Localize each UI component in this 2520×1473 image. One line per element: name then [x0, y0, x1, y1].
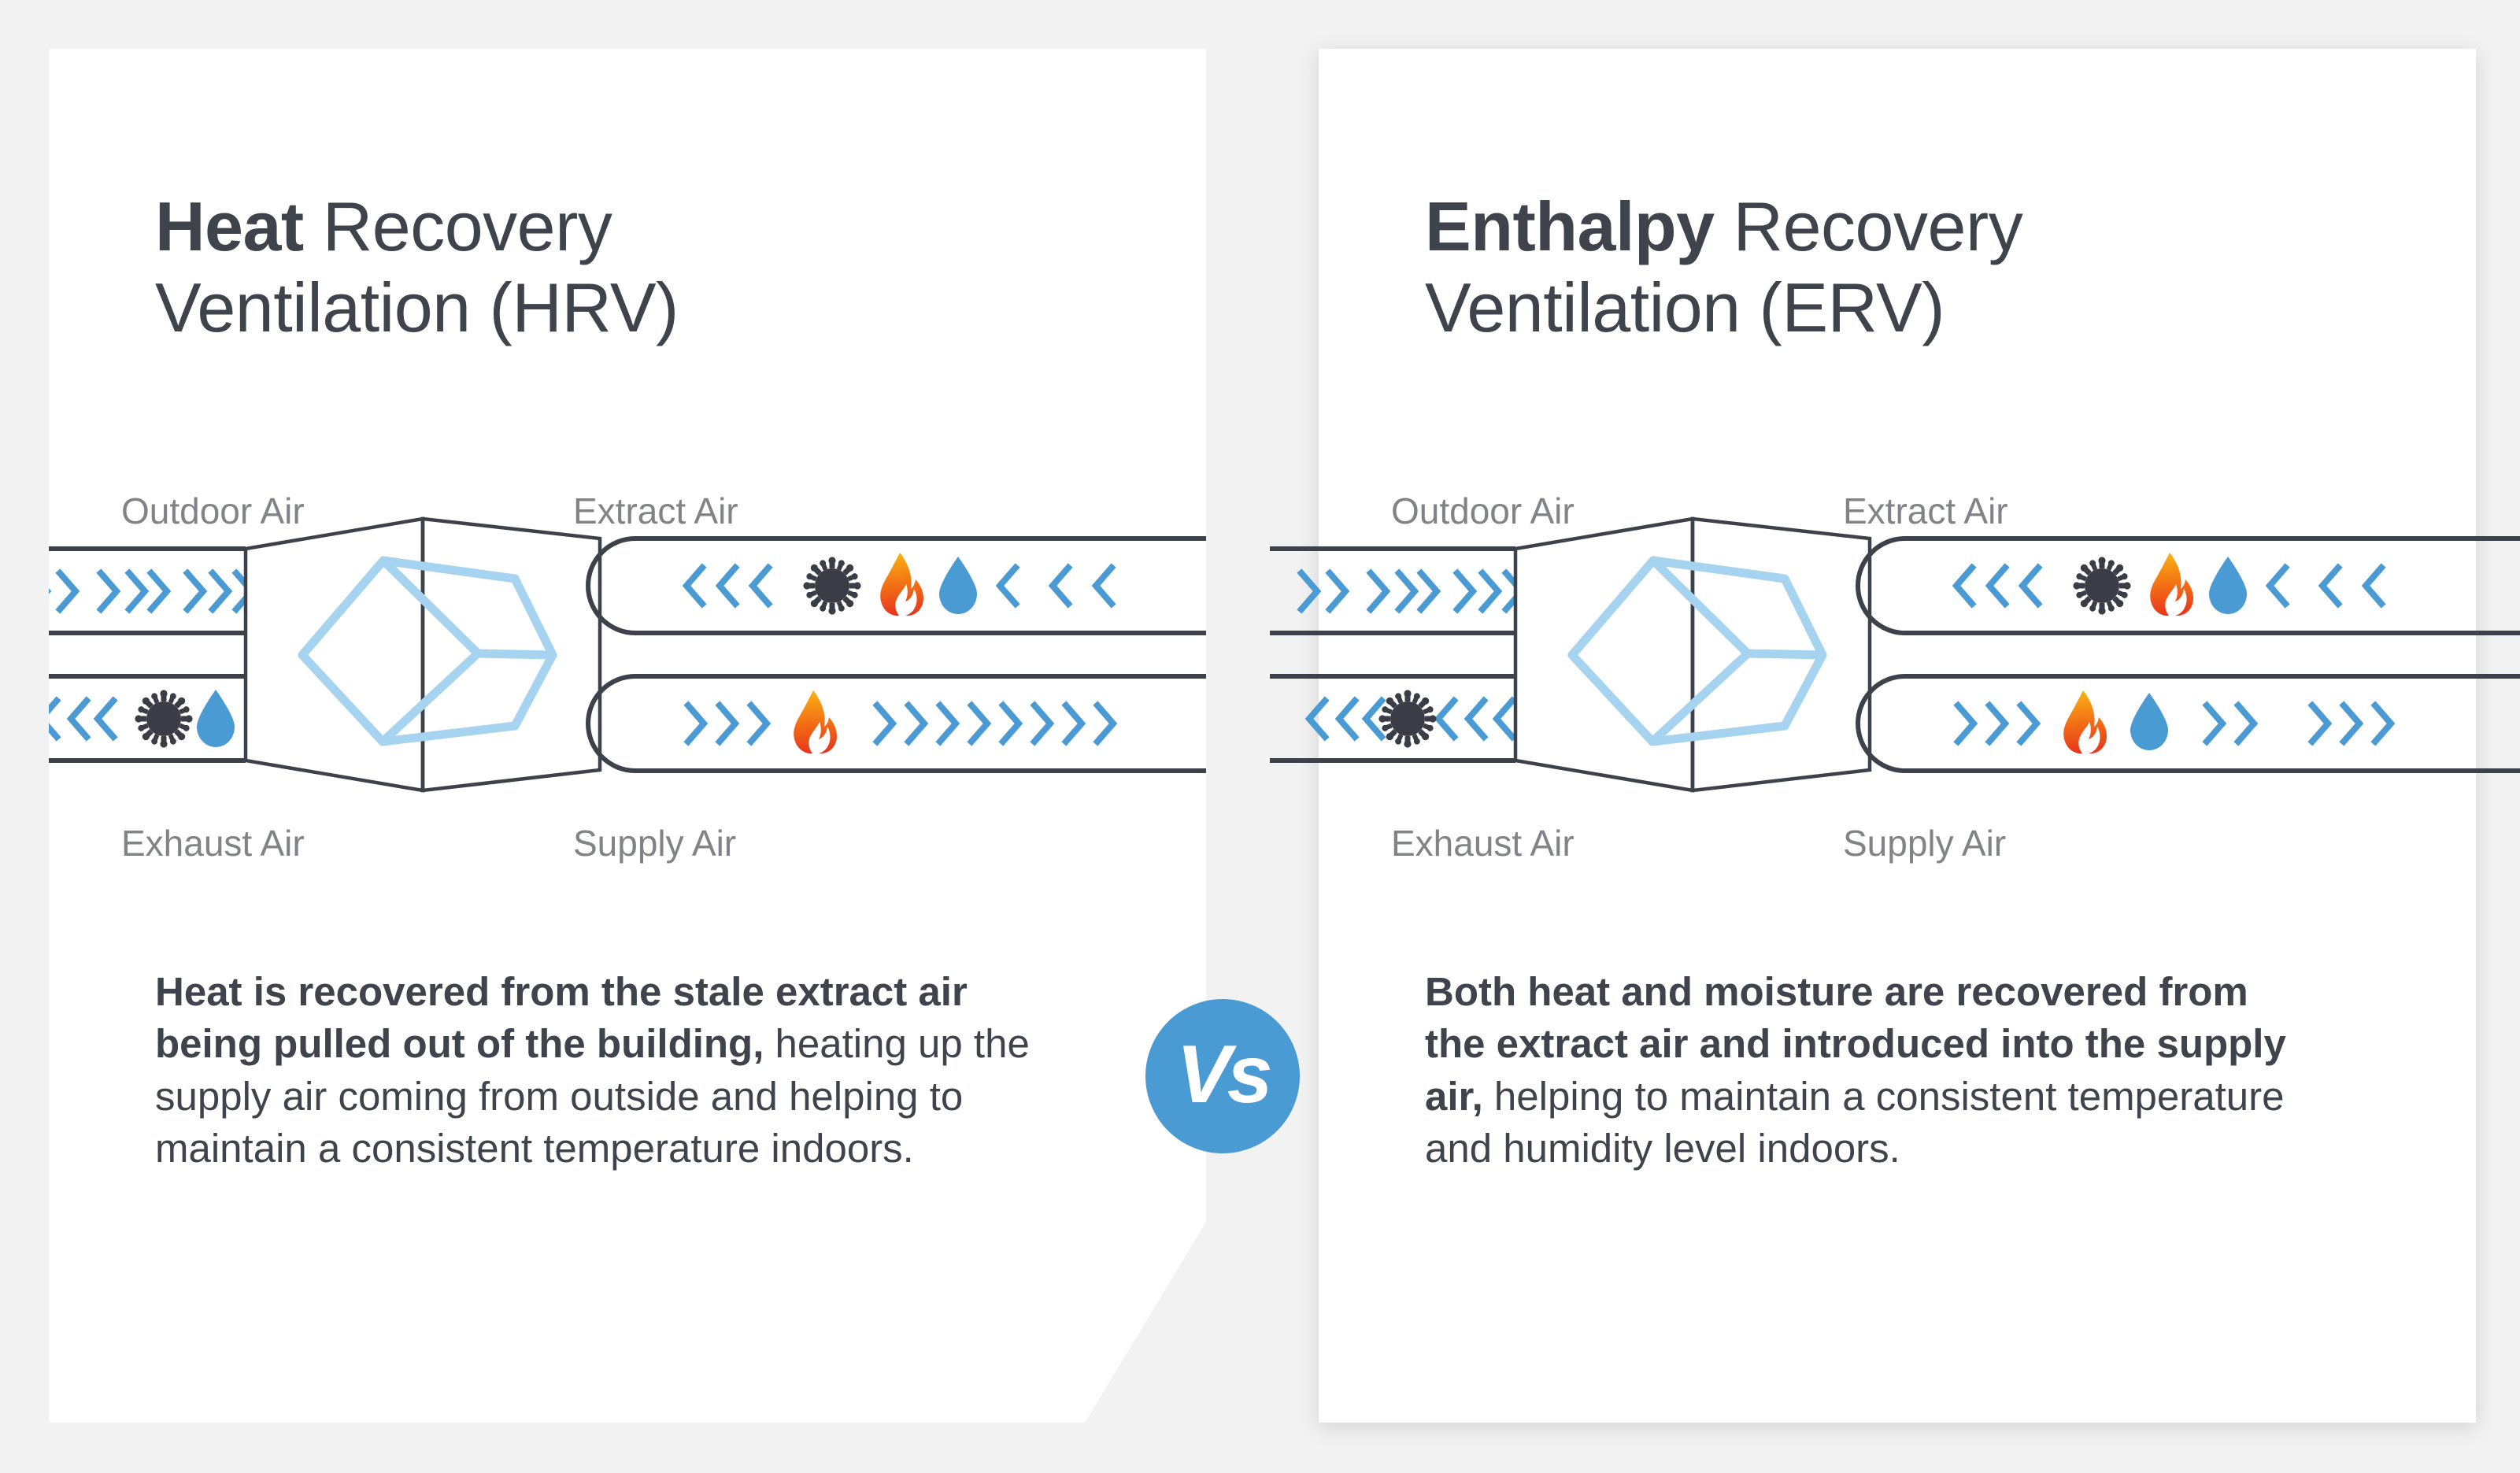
duct-label-extract-erv: Extract Air — [1843, 490, 2008, 531]
duct-label-outdoor-erv: Outdoor Air — [1391, 490, 1575, 531]
flame-icon — [2063, 690, 2107, 754]
heat-exchanger-core-hrv — [243, 516, 602, 793]
duct-outdoor-air-hrv — [31, 546, 252, 635]
flow-chevrons-supply-hrv — [688, 705, 1113, 742]
droplet-icon — [2209, 557, 2247, 614]
duct-supply-air-erv — [1856, 674, 2520, 773]
flame-icon — [880, 553, 923, 616]
duct-label-exhaust-hrv: Exhaust Air — [121, 823, 305, 864]
card-hrv: Heat Recovery Ventilation (HRV) Outdoor … — [49, 49, 1206, 1423]
description-hrv: Heat is recovered from the stale extract… — [155, 966, 1045, 1175]
heat-exchanger-core-erv — [1513, 516, 1872, 793]
duct-exhaust-air-erv — [1270, 674, 1515, 763]
duct-label-exhaust-erv: Exhaust Air — [1391, 823, 1575, 864]
virus-icon — [135, 690, 193, 748]
duct-label-extract-hrv: Extract Air — [573, 490, 738, 531]
vs-badge-label: Vs — [1176, 1029, 1272, 1120]
description-regular-hrv: heating up the supply air coming from ou… — [155, 1021, 1030, 1171]
flow-chevrons-outdoor-hrv — [31, 573, 252, 609]
exchanger-diamond-icon — [298, 556, 557, 746]
diagram-erv: Outdoor Air Exhaust Air Extract Air Supp… — [1270, 490, 2520, 899]
corner-fold-decoration — [1085, 1222, 1206, 1423]
duct-label-outdoor-hrv: Outdoor Air — [121, 490, 305, 531]
duct-label-supply-hrv: Supply Air — [573, 823, 737, 864]
flow-chevrons-exhaust-hrv — [41, 701, 113, 737]
diagram-svg-hrv — [49, 516, 1206, 793]
page-title-erv: Enthalpy Recovery Ventilation (ERV) — [1425, 187, 2023, 349]
duct-label-supply-erv: Supply Air — [1843, 823, 2007, 864]
title-rest-hrv: Recovery Ventilation (HRV) — [155, 187, 679, 346]
description-bold-erv: Both heat and moisture are recovered fro… — [1425, 969, 2286, 1119]
description-regular-erv: helping to maintain a consistent tempera… — [1425, 1073, 2285, 1171]
flow-chevrons-outdoor-erv — [1301, 573, 1522, 609]
virus-icon — [2073, 557, 2131, 615]
flow-chevrons-supply-erv — [1958, 705, 2391, 742]
title-keyword-hrv: Heat — [155, 187, 304, 265]
diagram-hrv: Outdoor Air Exhaust Air Extract Air Supp… — [49, 490, 1206, 899]
diagram-svg-erv — [1270, 516, 2520, 793]
virus-icon — [1378, 690, 1437, 748]
description-erv: Both heat and moisture are recovered fro… — [1425, 966, 2315, 1175]
exchanger-diamond-icon — [1567, 556, 1827, 746]
duct-extract-air-hrv — [586, 536, 1206, 635]
virus-icon — [803, 557, 861, 615]
title-keyword-erv: Enthalpy — [1425, 187, 1715, 265]
duct-supply-air-hrv — [586, 674, 1206, 773]
card-erv: Enthalpy Recovery Ventilation (ERV) Outd… — [1270, 49, 2520, 1423]
duct-outdoor-air-erv — [1270, 546, 1522, 635]
description-bold-hrv: Heat is recovered from the stale extract… — [155, 969, 968, 1067]
duct-extract-air-erv — [1856, 536, 2520, 635]
duct-exhaust-air-hrv — [41, 674, 246, 763]
droplet-icon — [939, 557, 977, 614]
page-title-hrv: Heat Recovery Ventilation (HRV) — [155, 187, 679, 349]
vs-badge: Vs — [1145, 999, 1300, 1153]
droplet-icon — [2130, 693, 2168, 750]
flame-icon — [794, 690, 837, 754]
droplet-icon — [197, 690, 235, 747]
title-rest-erv: Recovery Ventilation (ERV) — [1425, 187, 2023, 346]
flame-icon — [2150, 553, 2193, 616]
